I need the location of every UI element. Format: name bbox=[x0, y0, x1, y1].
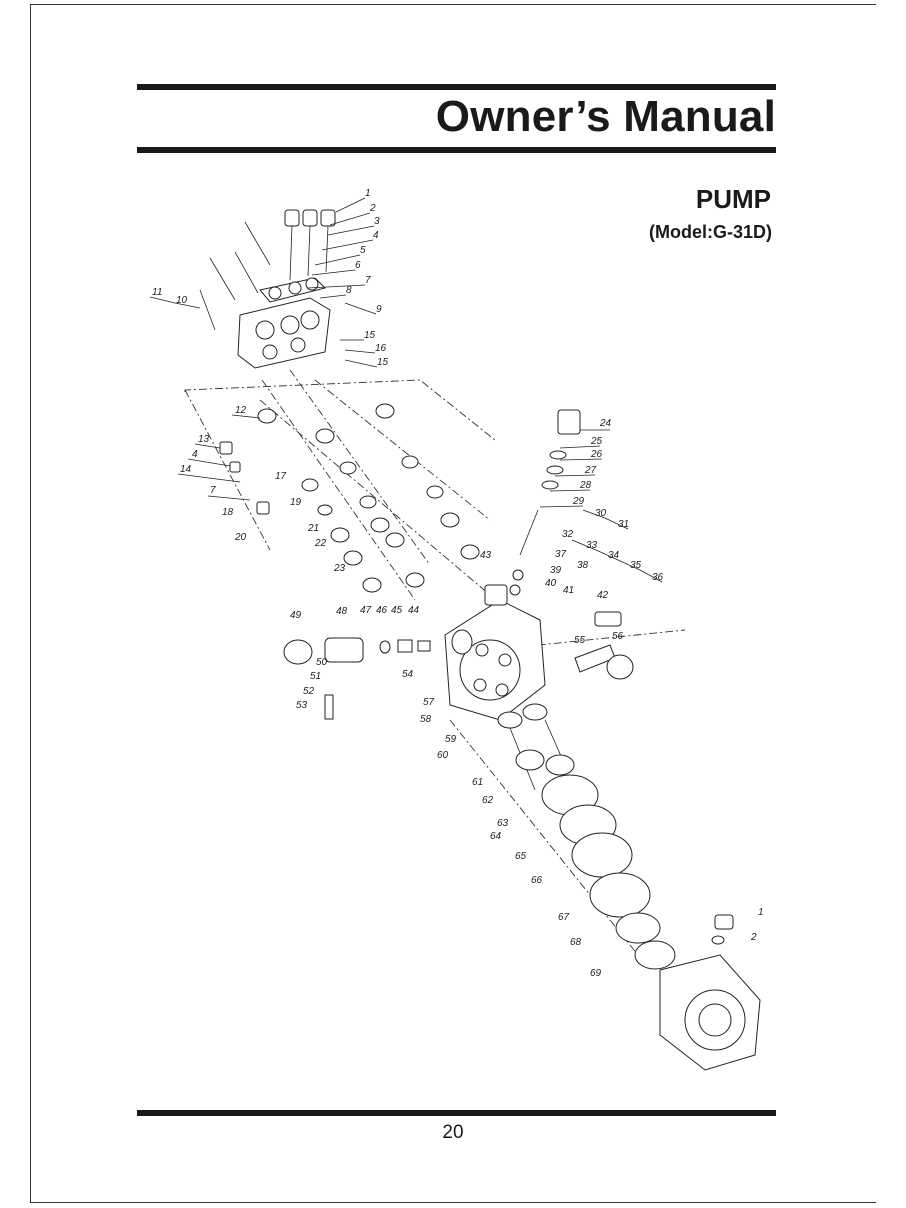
swash-plate-bearings bbox=[541, 774, 676, 970]
part-label: 2 bbox=[750, 932, 757, 943]
part-label: 11 bbox=[152, 287, 162, 298]
part-label: 30 bbox=[595, 508, 607, 519]
part-label: 7 bbox=[210, 485, 216, 496]
part-label: 4 bbox=[373, 230, 379, 241]
crankcase bbox=[659, 914, 761, 1071]
part-label: 61 bbox=[472, 777, 483, 788]
part-label: 23 bbox=[333, 563, 346, 574]
part-label: 9 bbox=[376, 304, 382, 315]
manual-title: Owner’s Manual bbox=[435, 92, 776, 141]
unloader-assembly bbox=[509, 409, 581, 596]
part-label: 35 bbox=[630, 560, 642, 571]
part-label: 56 bbox=[612, 631, 624, 642]
part-label: 46 bbox=[376, 605, 388, 616]
part-label: 52 bbox=[303, 686, 315, 697]
part-label: 38 bbox=[577, 560, 589, 571]
model-designation: (Model:G-31D) bbox=[649, 222, 772, 242]
part-label: 10 bbox=[176, 295, 188, 306]
part-label: 32 bbox=[562, 529, 574, 540]
outlet-fittings bbox=[574, 611, 634, 680]
part-label: 25 bbox=[590, 436, 603, 447]
part-label: 37 bbox=[555, 549, 567, 560]
part-label: 28 bbox=[579, 480, 592, 491]
part-label: 1 bbox=[365, 188, 371, 199]
part-label: 49 bbox=[290, 610, 302, 621]
valve-caps bbox=[284, 209, 336, 281]
part-label: 1 bbox=[758, 907, 764, 918]
part-label: 60 bbox=[437, 750, 449, 761]
assembly-axes bbox=[184, 369, 686, 971]
part-label: 44 bbox=[408, 605, 420, 616]
part-label: 7 bbox=[365, 275, 371, 286]
part-label: 3 bbox=[374, 216, 380, 227]
part-label: 24 bbox=[599, 418, 612, 429]
part-label: 53 bbox=[296, 700, 308, 711]
part-label: 33 bbox=[586, 540, 598, 551]
part-label: 8 bbox=[346, 285, 352, 296]
part-label: 16 bbox=[375, 343, 387, 354]
part-label: 13 bbox=[198, 434, 210, 445]
leader-lines bbox=[149, 197, 663, 583]
part-label: 51 bbox=[310, 671, 321, 682]
part-label: 65 bbox=[515, 851, 527, 862]
part-label: 54 bbox=[402, 669, 414, 680]
part-label: 66 bbox=[531, 875, 543, 886]
part-label: 48 bbox=[336, 606, 348, 617]
part-label: 41 bbox=[563, 585, 574, 596]
seal-rings bbox=[219, 403, 480, 593]
part-label: 15 bbox=[364, 330, 376, 341]
part-label: 34 bbox=[608, 550, 620, 561]
part-label: 12 bbox=[235, 405, 247, 416]
header-rule-bottom bbox=[137, 147, 776, 153]
inlet-fittings bbox=[283, 637, 431, 720]
part-label: 43 bbox=[480, 550, 492, 561]
part-label: 47 bbox=[360, 605, 372, 616]
part-label: 62 bbox=[482, 795, 494, 806]
part-label: 20 bbox=[234, 532, 247, 543]
page-number: 20 bbox=[442, 1122, 464, 1143]
part-labels: 1 2 3 4 5 6 7 8 9 10 11 12 13 4 14 7 15 … bbox=[152, 188, 764, 979]
part-label: 67 bbox=[558, 912, 570, 923]
part-label: 50 bbox=[316, 657, 328, 668]
part-label: 19 bbox=[290, 497, 302, 508]
part-label: 36 bbox=[652, 572, 664, 583]
part-label: 2 bbox=[369, 203, 376, 214]
part-label: 6 bbox=[355, 260, 361, 271]
footer-rule bbox=[137, 1110, 776, 1116]
part-label: 17 bbox=[275, 471, 287, 482]
part-label: 27 bbox=[584, 465, 597, 476]
part-label: 18 bbox=[222, 507, 234, 518]
plunger-assembly bbox=[497, 703, 575, 791]
header-rule-top bbox=[137, 84, 776, 90]
part-label: 69 bbox=[590, 968, 602, 979]
part-label: 45 bbox=[391, 605, 403, 616]
part-label: 57 bbox=[423, 697, 435, 708]
part-label: 21 bbox=[307, 523, 319, 534]
section-heading: PUMP bbox=[695, 184, 771, 214]
part-label: 59 bbox=[445, 734, 457, 745]
pump-exploded-diagram: 1 2 3 4 5 6 7 8 9 10 11 12 13 4 14 7 15 … bbox=[149, 188, 764, 1071]
part-label: 63 bbox=[497, 818, 509, 829]
part-label: 64 bbox=[490, 831, 502, 842]
head-bolts bbox=[199, 221, 271, 331]
manifold-block bbox=[237, 277, 331, 369]
part-label: 5 bbox=[360, 245, 366, 256]
part-label: 42 bbox=[597, 590, 609, 601]
part-label: 55 bbox=[574, 635, 586, 646]
part-label: 15 bbox=[377, 357, 389, 368]
part-label: 4 bbox=[192, 449, 198, 460]
part-label: 14 bbox=[180, 464, 192, 475]
part-label: 22 bbox=[314, 538, 327, 549]
page-frame bbox=[30, 4, 876, 1203]
part-label: 39 bbox=[550, 565, 562, 576]
part-label: 26 bbox=[590, 449, 603, 460]
part-label: 29 bbox=[572, 496, 585, 507]
part-label: 31 bbox=[618, 519, 629, 530]
part-label: 68 bbox=[570, 937, 582, 948]
part-label: 40 bbox=[545, 578, 557, 589]
pump-body bbox=[444, 584, 546, 721]
part-label: 58 bbox=[420, 714, 432, 725]
